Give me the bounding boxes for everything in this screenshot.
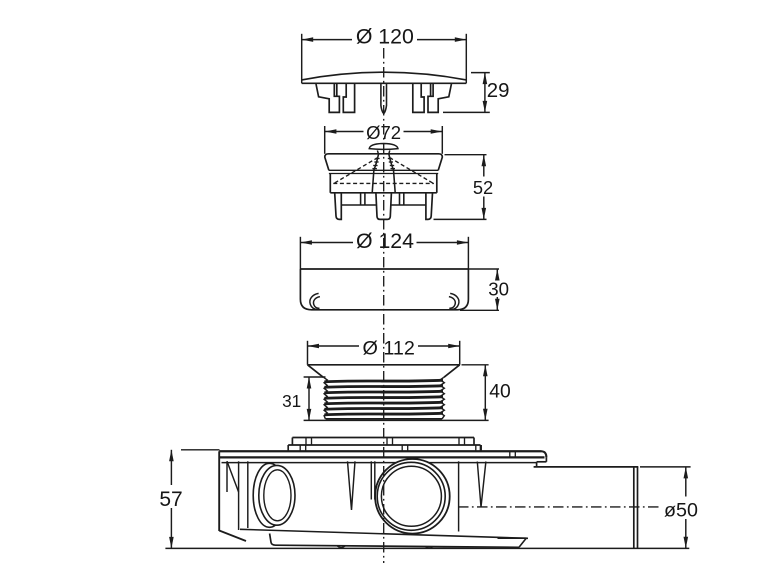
svg-text:29: 29: [487, 80, 510, 102]
svg-text:52: 52: [473, 177, 493, 198]
svg-text:57: 57: [159, 488, 182, 511]
svg-text:31: 31: [282, 391, 301, 411]
svg-text:40: 40: [489, 381, 510, 402]
svg-text:30: 30: [488, 278, 509, 299]
svg-text:Ø 120: Ø 120: [356, 24, 414, 48]
svg-text:Ø 112: Ø 112: [362, 338, 414, 360]
svg-text:ø50: ø50: [664, 500, 698, 522]
svg-text:Ø 124: Ø 124: [356, 229, 414, 253]
